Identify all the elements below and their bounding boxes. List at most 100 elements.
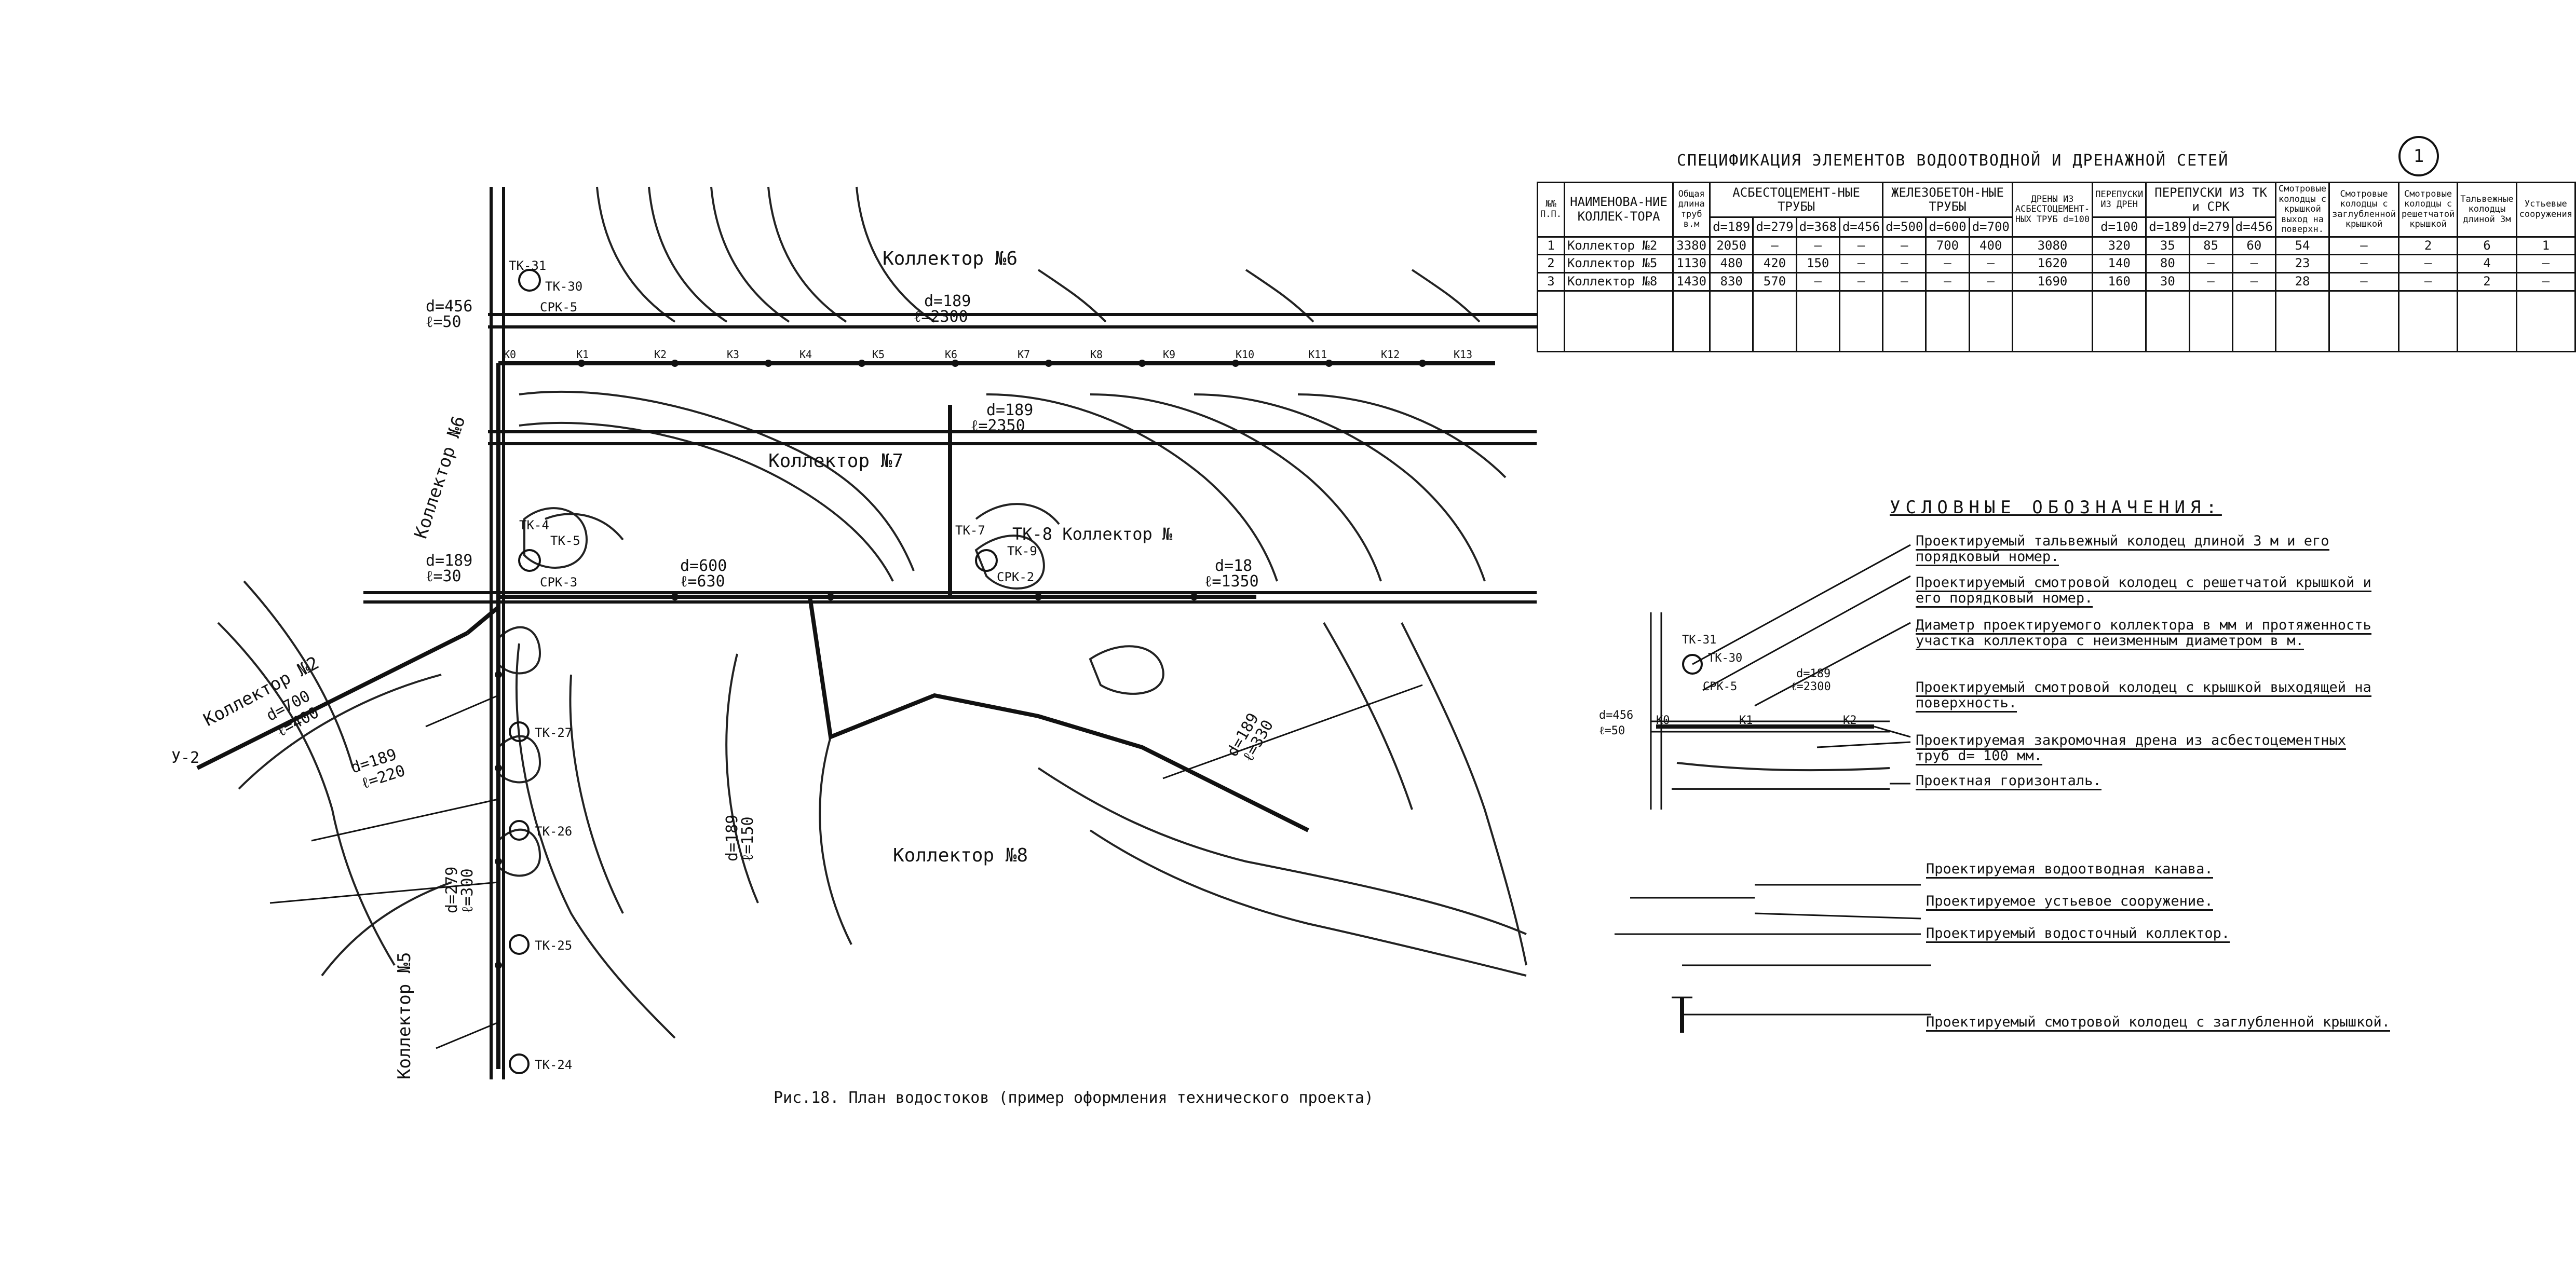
- well-label: ТК-9: [1007, 544, 1037, 558]
- sub-conc: d=500: [1882, 216, 1927, 238]
- collector-6v-label: Коллектор №6: [411, 414, 470, 541]
- table-cell-w1: 28: [2274, 271, 2330, 292]
- table-cell-drain: 3080: [2011, 236, 2094, 256]
- table-cell-pd: 140: [2092, 254, 2147, 273]
- col-asbestos: АСБЕСТОЦЕМЕНТ-НЫЕ ТРУБЫ: [1709, 181, 1884, 218]
- table-cell-a3: —: [1795, 271, 1840, 292]
- table-cell-w2: —: [2328, 254, 2399, 273]
- well-label: ТК-30: [545, 279, 582, 294]
- legend-item-surface-well: Проектируемый смотровой колодец с крышко…: [1916, 679, 2383, 713]
- segment-label: К0: [504, 348, 516, 361]
- table-cell-n: 3: [1537, 271, 1565, 292]
- well-label: ТК-27: [535, 725, 572, 740]
- table-cell-t: 6: [2457, 236, 2517, 256]
- table-cell-drain: 1690: [2011, 271, 2094, 292]
- table-cell-c2: —: [1925, 271, 1970, 292]
- table-cell-w2: —: [2328, 271, 2399, 292]
- segment-label: К11: [1308, 348, 1327, 361]
- segment-label: К9: [1163, 348, 1175, 361]
- dim-label: d=600: [680, 557, 727, 575]
- dim-label: ℓ=1350: [1204, 572, 1259, 591]
- well-label: ТК-4: [519, 518, 549, 532]
- well-label: ТК-5: [550, 533, 580, 548]
- well-label: ТК-24: [535, 1058, 572, 1072]
- table-cell-total: 1130: [1672, 254, 1711, 273]
- legend-item-buried-well: Проектируемый смотровой колодец с заглуб…: [1926, 1014, 2393, 1032]
- svg-text:ТК-31: ТК-31: [1682, 634, 1716, 647]
- sub-bypass: d=456: [2231, 216, 2277, 238]
- col-bypass-tk: ПЕРЕПУСКИ ИЗ ТК и СРК: [2145, 181, 2276, 218]
- table-cell-b3: 60: [2231, 236, 2277, 256]
- table-cell-c1: —: [1882, 271, 1927, 292]
- table-cell-total: 3380: [1672, 236, 1711, 256]
- dim-label: ℓ=150: [739, 816, 757, 861]
- well-label: ТК-26: [535, 824, 572, 839]
- svg-text:К2: К2: [1843, 714, 1857, 727]
- table-cell-c3: —: [1968, 271, 2013, 292]
- sub-asb: d=279: [1752, 216, 1797, 238]
- legend-mini-labels: ТК-31 ТК-30 СРК-5 d=189 ℓ=2300 d=456 ℓ=5…: [1599, 634, 1857, 737]
- table-cell-name: Коллектор №5: [1563, 254, 1674, 273]
- table-cell-total: 1430: [1672, 271, 1711, 292]
- table-cell-a4: —: [1838, 236, 1884, 256]
- table-cell-w3: —: [2397, 254, 2459, 273]
- table-cell-n: 2: [1537, 254, 1565, 273]
- svg-text:d=189: d=189: [1796, 667, 1831, 680]
- collector-7-label: Коллектор №7: [768, 450, 903, 472]
- collector-tk8-label: ТК-8 Коллектор №: [1012, 524, 1173, 544]
- dim-label: ℓ=50: [426, 313, 462, 331]
- segment-label: К1: [576, 348, 589, 361]
- table-cell-b2: —: [2188, 271, 2233, 292]
- well-label: СРК-2: [997, 570, 1034, 584]
- svg-text:ТК-30: ТК-30: [1708, 652, 1742, 665]
- col-concrete: ЖЕЛЕЗОБЕТОН-НЫЕ ТРУБЫ: [1882, 181, 2013, 218]
- legend-item-collector: Проектируемый водосточный коллектор.: [1926, 925, 2393, 943]
- segment-label: К7: [1018, 348, 1030, 361]
- dim-label: d=189: [426, 552, 472, 570]
- sub-asb: d=456: [1838, 216, 1884, 238]
- segment-label: К12: [1381, 348, 1400, 361]
- table-cell-a3: 150: [1795, 254, 1840, 273]
- table-cell-c1: —: [1882, 236, 1927, 256]
- table-cell-a2: —: [1752, 236, 1797, 256]
- sub-asb: d=189: [1709, 216, 1754, 238]
- contour-lines: [217, 186, 1527, 1039]
- outlet-label: У-2: [171, 749, 199, 767]
- dim-label: d=18: [1215, 557, 1252, 575]
- dim-label: d=189: [986, 401, 1033, 419]
- segment-label: К6: [945, 348, 957, 361]
- table-cell-o: —: [2515, 271, 2576, 292]
- legend-item-contour: Проектная горизонталь.: [1916, 773, 2383, 790]
- table-cell-w3: —: [2397, 271, 2459, 292]
- collector-8-label: Коллектор №8: [893, 845, 1028, 866]
- dim-label: ℓ=2350: [971, 417, 1025, 435]
- svg-text:ℓ=2300: ℓ=2300: [1791, 680, 1831, 693]
- sub-bypass: d=279: [2188, 216, 2233, 238]
- well-label: ТК-25: [535, 938, 572, 953]
- table-cell-o: 1: [2515, 236, 2576, 256]
- table-cell-b3: —: [2231, 271, 2277, 292]
- table-cell-a2: 570: [1752, 271, 1797, 292]
- table-cell-a1: 480: [1709, 254, 1754, 273]
- col-name: НАИМЕНОВА-НИЕ КОЛЛЕК-ТОРА: [1563, 182, 1674, 238]
- table-cell-name: Коллектор №8: [1563, 271, 1674, 292]
- table-cell-b3: —: [2231, 254, 2277, 273]
- sub-conc: d=700: [1968, 216, 2013, 238]
- table-cell-b1: 30: [2145, 271, 2190, 292]
- well-label: СРК-3: [540, 575, 577, 590]
- legend-item-thalweg: Проектируемый тальвежный колодец длиной …: [1916, 533, 2383, 566]
- svg-text:d=456: d=456: [1599, 709, 1633, 722]
- table-cell-b1: 35: [2145, 236, 2190, 256]
- legend-item-drain: Проектируемая закромочная дрена из асбес…: [1916, 732, 2383, 765]
- legend-item-outlet: Проектируемое устьевое сооружение.: [1926, 893, 2393, 911]
- table-cell-c3: —: [1968, 254, 2013, 273]
- segment-label: К8: [1090, 348, 1103, 361]
- svg-text:К1: К1: [1739, 714, 1753, 727]
- table-cell-c3: 400: [1968, 236, 2013, 256]
- legend-symbols: [1615, 544, 1931, 1033]
- well-label: СРК-5: [540, 300, 577, 314]
